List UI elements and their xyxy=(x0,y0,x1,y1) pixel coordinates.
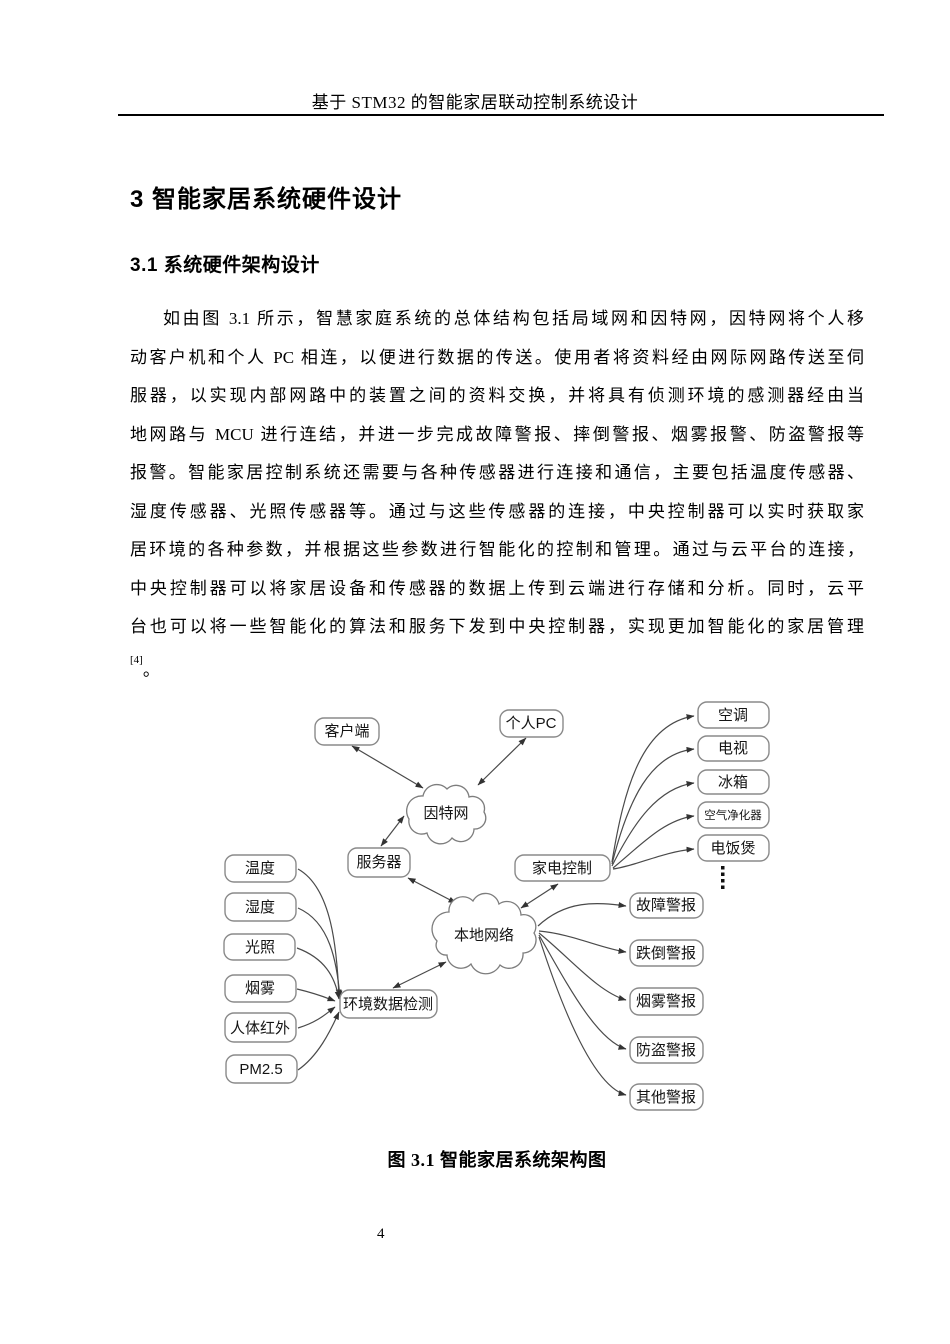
link-pc-internet xyxy=(477,737,527,786)
aircon-label: 空调 xyxy=(718,707,748,724)
infrared-label: 人体红外 xyxy=(230,1020,290,1037)
paragraph-line: [4]。 xyxy=(130,647,864,686)
link-to-other-alarm xyxy=(538,936,627,1096)
page-number: 4 xyxy=(377,1226,385,1242)
link-localnet-appliancecontrol xyxy=(520,883,559,909)
body-paragraph: 如由图 3.1 所示，智慧家庭系统的总体结构包括局域网和因特网，因特网将个人移 … xyxy=(130,300,864,685)
link-to-purifier xyxy=(612,814,695,869)
ricecooker-label: 电饭煲 xyxy=(710,840,755,857)
diagram-node-pm25: PM2.5 xyxy=(225,1054,298,1084)
server-label: 服务器 xyxy=(356,854,401,871)
link-server-localnet xyxy=(407,877,457,904)
paragraph-line: 居环境的各种参数，并根据这些参数进行智能化的控制和管理。通过与云平台的连接， xyxy=(130,540,864,559)
diagram-node-appliance-control: 家电控制 xyxy=(514,854,611,882)
vertical-ellipsis-icon xyxy=(721,866,725,889)
diagram-node-burglar-alarm: 防盗警报 xyxy=(629,1036,704,1064)
diagram-node-fault-alarm: 故障警报 xyxy=(629,892,704,919)
purifier-label: 空气净化器 xyxy=(704,808,762,822)
diagram-node-light: 光照 xyxy=(223,933,296,961)
link-to-smoke-alarm xyxy=(538,932,627,1001)
client-label: 客户端 xyxy=(324,723,369,740)
paragraph-line: 动客户机和个人 PC 相连，以便进行数据的传送。使用者将资料经由网际网路传送至伺 xyxy=(130,347,864,367)
link-infrared-env xyxy=(297,1006,336,1029)
other-alarm-label: 其他警报 xyxy=(636,1089,696,1106)
link-to-burglar-alarm xyxy=(538,934,627,1050)
header-rule xyxy=(118,114,884,116)
appliance-control-label: 家电控制 xyxy=(532,860,592,877)
diagram-node-temp: 温度 xyxy=(224,854,297,883)
tv-label: 电视 xyxy=(718,740,748,757)
section-heading: 3 智能家居系统硬件设计 xyxy=(130,186,403,213)
link-client-internet xyxy=(351,745,424,789)
link-to-fridge xyxy=(611,781,695,867)
local-network-cloud: 本地网络 xyxy=(431,892,537,975)
footnote-marker: [4] xyxy=(130,653,143,666)
diagram-node-smoke: 烟雾 xyxy=(224,974,297,1003)
light-label: 光照 xyxy=(245,939,275,956)
temp-label: 温度 xyxy=(245,860,275,877)
local-network-label: 本地网络 xyxy=(454,927,514,944)
diagram-node-fall-alarm: 跌倒警报 xyxy=(629,939,704,967)
diagram-node-infrared: 人体红外 xyxy=(224,1012,297,1043)
env-detect-label: 环境数据检测 xyxy=(343,995,433,1013)
link-to-tv xyxy=(611,746,695,865)
pc-label: 个人PC xyxy=(506,715,557,732)
paragraph-line: 地网路与 MCU 进行连结，并进一步完成故障警报、摔倒警报、烟雾报警、防盗警报等 xyxy=(130,424,864,444)
fall-alarm-label: 跌倒警报 xyxy=(636,945,696,962)
link-to-fault-alarm xyxy=(537,902,627,927)
diagram-node-fridge: 冰箱 xyxy=(697,769,770,795)
link-pm25-env xyxy=(297,1011,340,1071)
smoke-label: 烟雾 xyxy=(245,980,275,997)
paragraph-line: 湿度传感器、光照传感器等。通过与这些传感器的连接，中央控制器可以实时获取家 xyxy=(130,501,864,521)
diagram-node-pc: 个人PC xyxy=(499,709,564,738)
connector-arrows xyxy=(296,714,695,1096)
paragraph-line: 中央控制器可以将家居设备和传感器的数据上传到云端进行存储和分析。同时，云平 xyxy=(130,578,864,598)
fault-alarm-label: 故障警报 xyxy=(636,896,696,914)
subsection-heading: 3.1 系统硬件架构设计 xyxy=(130,255,320,276)
burglar-alarm-label: 防盗警报 xyxy=(636,1042,696,1059)
paragraph-line: 如由图 3.1 所示，智慧家庭系统的总体结构包括局域网和因特网，因特网将个人移 xyxy=(163,309,864,328)
diagram-node-server: 服务器 xyxy=(347,847,411,878)
diagram-node-purifier: 空气净化器 xyxy=(697,801,770,829)
diagram-node-smoke-alarm: 烟雾警报 xyxy=(629,987,704,1016)
link-localnet-envdetect xyxy=(392,961,447,989)
running-header: 基于 STM32 的智能家居联动控制系统设计 xyxy=(311,93,639,112)
link-internet-server xyxy=(380,815,405,847)
figure-caption: 图 3.1 智能家居系统架构图 xyxy=(387,1150,607,1170)
architecture-diagram: 因特网 本地网络 客户端 个人PC 服务器 家电控制 xyxy=(223,701,770,1111)
diagram-node-client: 客户端 xyxy=(314,717,380,746)
link-light-env xyxy=(296,947,341,1000)
link-humidity-env xyxy=(297,907,343,999)
paragraph-line: 报警。智能家居控制系统还需要与各种传感器进行连接和通信，主要包括温度传感器、 xyxy=(130,463,864,482)
diagram-node-humidity: 湿度 xyxy=(224,892,297,922)
internet-cloud: 因特网 xyxy=(406,783,487,845)
pm25-label: PM2.5 xyxy=(239,1061,282,1078)
link-smoke-env xyxy=(296,988,336,1002)
link-to-ricecooker xyxy=(612,846,695,870)
diagram-node-env-detect: 环境数据检测 xyxy=(339,989,438,1019)
figure-diagram: 因特网 本地网络 客户端 个人PC 服务器 家电控制 xyxy=(215,695,780,1125)
diagram-node-tv: 电视 xyxy=(697,735,770,762)
paragraph-line: 服器，以实现内部网路中的装置之间的资料交换，并将具有侦测环境的感测器经由当 xyxy=(130,386,864,405)
paragraph-line: 台也可以将一些智能化的算法和服务下发到中央控制器，实现更加智能化的家居管理 xyxy=(130,617,864,636)
diagram-node-ricecooker: 电饭煲 xyxy=(697,834,770,862)
link-to-fall-alarm xyxy=(538,930,627,954)
sentence-end: 。 xyxy=(142,660,160,680)
smoke-alarm-label: 烟雾警报 xyxy=(636,993,696,1010)
fridge-label: 冰箱 xyxy=(718,774,748,791)
diagram-node-aircon: 空调 xyxy=(697,701,770,729)
diagram-node-other-alarm: 其他警报 xyxy=(629,1083,704,1111)
link-to-aircon xyxy=(611,714,695,863)
internet-label: 因特网 xyxy=(423,805,468,822)
humidity-label: 湿度 xyxy=(245,899,275,916)
